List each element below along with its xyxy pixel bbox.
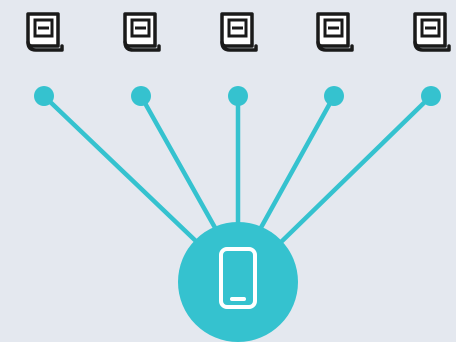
receipt-document-icon — [123, 12, 161, 52]
receipt-document-icon — [220, 12, 258, 52]
receipt-document-icon — [413, 12, 451, 52]
connector-dot-2 — [131, 86, 151, 106]
connector-dot-4 — [324, 86, 344, 106]
smartphone-icon — [219, 247, 257, 309]
receipt-document-icon — [316, 12, 354, 52]
connector-line-2 — [138, 93, 221, 236]
connector-dot-3 — [228, 86, 248, 106]
connector-line-1 — [41, 93, 203, 248]
hub-circle — [178, 222, 298, 342]
document-nodes — [26, 12, 451, 106]
connector-dot-5 — [421, 86, 441, 106]
connector-dot-1 — [34, 86, 54, 106]
connector-line-5 — [275, 93, 434, 248]
connector-line-4 — [255, 93, 337, 236]
phone-hub — [178, 222, 298, 342]
receipt-document-icon — [26, 12, 64, 52]
connector-lines — [41, 93, 434, 248]
